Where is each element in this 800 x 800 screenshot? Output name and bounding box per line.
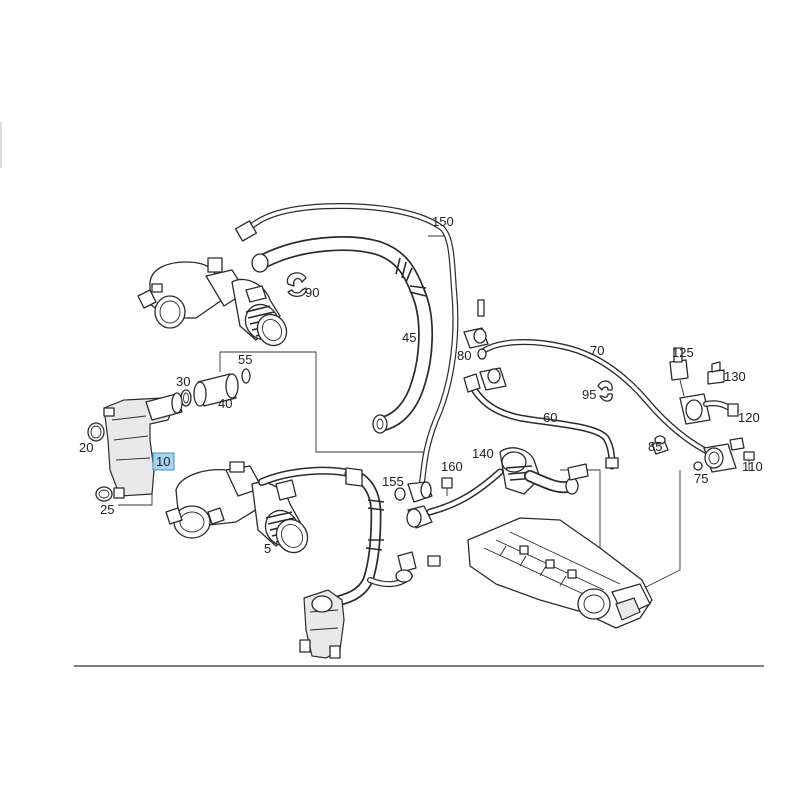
valve-110: [703, 437, 745, 473]
clip-130: [707, 361, 725, 385]
callout-25: 25: [100, 502, 114, 517]
seal-20: [87, 422, 105, 442]
callout-45: 45: [402, 330, 416, 345]
pipe-40: [193, 373, 239, 407]
callout-120: 120: [738, 410, 760, 425]
callout-160: 160: [441, 459, 463, 474]
callout-125: 125: [672, 345, 694, 360]
lower-housing: [299, 589, 345, 659]
lower-intake-assembly-5: [165, 461, 356, 554]
bolt-110: [743, 451, 755, 470]
hose-150: [234, 203, 459, 485]
highlight-box-10: [152, 452, 175, 471]
callout-90: 90: [305, 285, 319, 300]
callout-140: 140: [472, 446, 494, 461]
callout-95: 95: [582, 387, 596, 402]
callout-10: 10: [156, 454, 170, 469]
clip-85: [651, 435, 669, 455]
coupler-left: [406, 468, 504, 529]
callout-20: 20: [79, 440, 93, 455]
clip-90: [286, 272, 307, 298]
callout-85: 85: [648, 439, 662, 454]
callout-5: 5: [264, 541, 271, 556]
seal-55: [241, 368, 251, 384]
intake-manifold: [467, 517, 653, 629]
upper-bellows: [244, 303, 288, 347]
callout-55: 55: [238, 352, 252, 367]
clip-95: [597, 380, 613, 402]
lower-bellows: [264, 509, 309, 554]
callout-70: 70: [590, 343, 604, 358]
callout-110: 110: [742, 459, 763, 474]
part-80: [463, 299, 507, 391]
bolt-160: [441, 477, 453, 496]
hose-70: [477, 339, 719, 459]
callout-150: 150: [432, 214, 454, 229]
seal-30-inner: [183, 392, 189, 404]
seal-25: [95, 486, 113, 502]
callout-80: 80: [457, 348, 471, 363]
hose-45: [251, 236, 433, 434]
callout-40: 40: [218, 396, 232, 411]
callout-labels: 150 90 45 55 30 40 20 10 25 5 80 70 125 …: [79, 214, 763, 556]
connector-155-group: [394, 481, 433, 503]
callout-155: 155: [382, 474, 404, 489]
callout-30: 30: [176, 374, 190, 389]
callout-60: 60: [543, 410, 557, 425]
callout-75: 75: [694, 471, 708, 486]
hose-60: [463, 373, 619, 470]
lower-hose: [320, 467, 413, 610]
callout-130: 130: [724, 369, 746, 384]
sensor-125: [669, 347, 689, 397]
housing-10: [103, 392, 183, 499]
valve-120: [679, 393, 739, 425]
seal-20-inner: [90, 425, 102, 439]
upper-intake-assembly: [137, 257, 288, 347]
mid-connector: [395, 551, 441, 583]
seal-25-inner: [98, 489, 110, 499]
seal-75: [693, 461, 703, 471]
valve-140: [499, 447, 589, 495]
